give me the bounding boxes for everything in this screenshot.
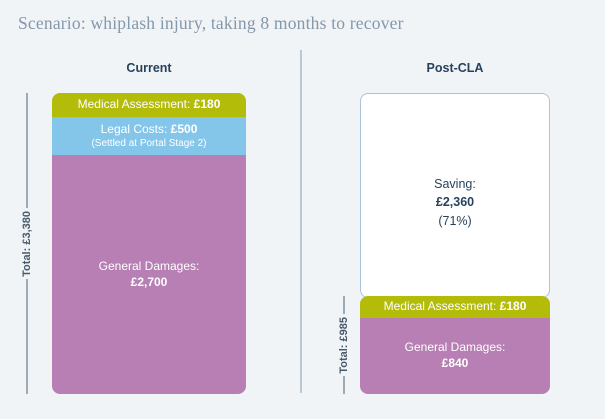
postcla-total-label: Total: £985	[338, 317, 350, 374]
medical-amount: £180	[499, 299, 527, 314]
amount-text: £840	[441, 356, 469, 370]
legal-label: Legal Costs:	[100, 121, 171, 136]
amount-text: £2,360	[435, 195, 475, 210]
bracket-line-top	[26, 93, 28, 208]
general-damages-amount: £2,700	[131, 275, 168, 291]
medical-label: Medical Assessment:	[77, 97, 194, 112]
current-column-header: Current	[126, 61, 172, 75]
bracket-line-bottom	[26, 279, 28, 394]
amount-text: £2,700	[130, 274, 168, 289]
saving-box: Saving: £2,360 (71%)	[360, 93, 550, 298]
medical-label: Medical Assessment:	[383, 299, 500, 314]
bracket-line-top	[343, 296, 345, 314]
medical-amount: £180	[193, 97, 221, 112]
current-stacked-bar: Medical Assessment: £180 Legal Costs: £5…	[52, 93, 246, 394]
current-total-bracket: Total: £3,380	[20, 93, 34, 394]
segment-label: Medical Assessment: £180	[384, 299, 527, 315]
legal-amount: £500	[170, 121, 198, 136]
segment-label: Medical Assessment: £180	[78, 97, 221, 113]
postcla-total-bracket: Total: £985	[337, 296, 351, 395]
total-amount: £3,380	[21, 210, 33, 245]
saving-amount: £2,360	[436, 193, 474, 211]
legal-settlement-note: (Settled at Portal Stage 2)	[91, 137, 207, 149]
general-damages-label: General Damages:	[98, 258, 200, 273]
segment-label: Legal Costs: £500	[101, 122, 198, 138]
current-total-label: Total: £3,380	[21, 211, 33, 277]
postcla-stacked-bar: Medical Assessment: £180 General Damages…	[360, 296, 550, 394]
postcla-column-header: Post-CLA	[426, 61, 484, 75]
chart-title: Scenario: whiplash injury, taking 8 mont…	[18, 13, 404, 33]
bracket-line-bottom	[343, 376, 345, 395]
general-damages-amount: £840	[442, 356, 469, 372]
column-divider-line	[300, 50, 302, 393]
segment-medical-assessment-current: Medical Assessment: £180	[52, 93, 246, 117]
saving-percent: (71%)	[438, 213, 472, 228]
segment-general-damages-postcla: General Damages: £840	[360, 318, 550, 394]
segment-general-damages-current: General Damages: £2,700	[52, 155, 246, 394]
total-prefix: Total:	[21, 244, 33, 277]
segment-medical-assessment-postcla: Medical Assessment: £180	[360, 296, 550, 318]
segment-legal-costs-current: Legal Costs: £500 (Settled at Portal Sta…	[52, 117, 246, 155]
saving-label: Saving:	[434, 177, 476, 192]
total-prefix: Total:	[338, 341, 350, 374]
general-damages-label: General Damages:	[404, 340, 506, 355]
total-amount: £985	[338, 316, 350, 342]
